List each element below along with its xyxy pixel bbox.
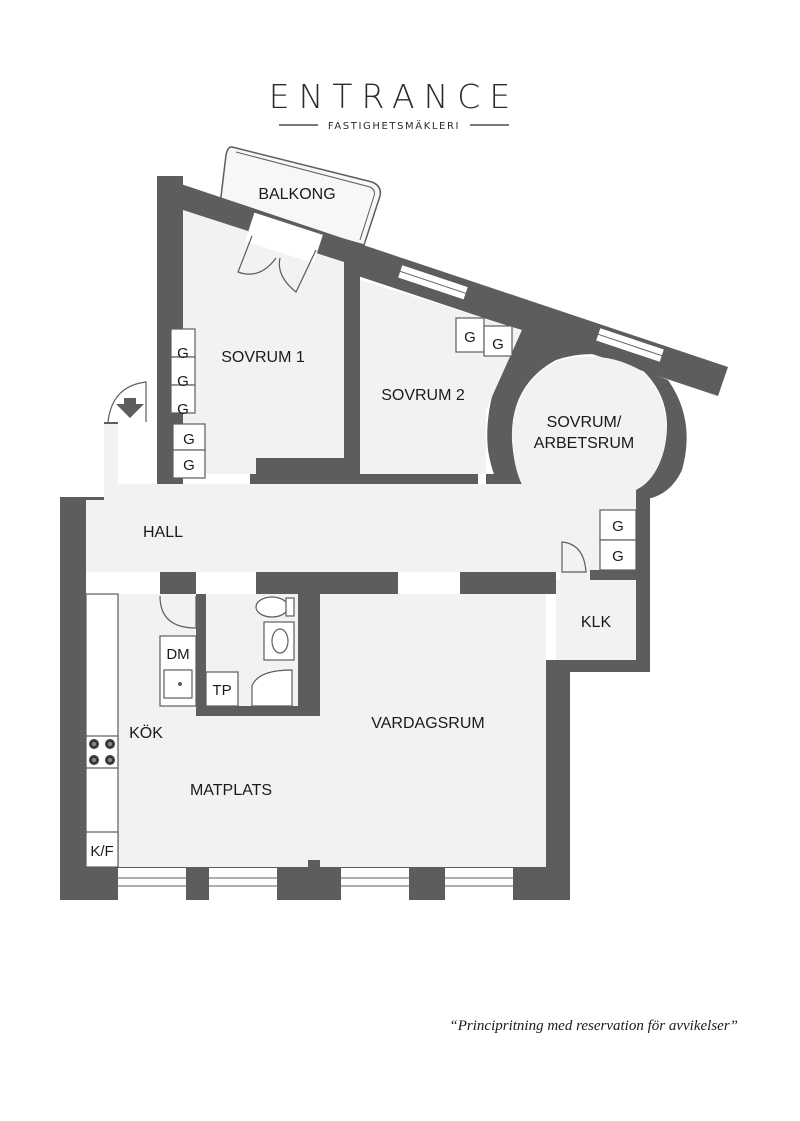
room-label-klk: KLK (581, 614, 612, 631)
room-label-sovrum-1: SOVRUM 1 (221, 349, 305, 366)
brand-logo: ENTRANCE FASTIGHETSMÄKLERI (269, 77, 519, 132)
room-label-sovrum-2: SOVRUM 2 (381, 387, 465, 404)
wardrobe-label: G (612, 518, 624, 535)
wardrobe-label: G (183, 431, 195, 448)
floors (86, 210, 667, 867)
balcony (219, 146, 382, 246)
windows-bottom (118, 860, 513, 900)
brand-tagline: FASTIGHETSMÄKLERI (328, 119, 460, 132)
wardrobe-label: G (492, 336, 504, 353)
klk-door (561, 541, 587, 573)
sink-icon (263, 621, 295, 661)
room-label-balkong: BALKONG (258, 186, 335, 203)
room-label-sovrum-arbetsrum: SOVRUM/ (547, 414, 622, 431)
toilet-icon (255, 596, 289, 618)
room-label-hall: HALL (143, 524, 183, 541)
windows-top (396, 263, 666, 364)
shower-icon (251, 669, 293, 707)
wardrobes-sovrum1: G G G G G (170, 328, 206, 479)
wardrobes-sovrum2: G G (455, 317, 513, 357)
room-labels: BALKONG SOVRUM 1 SOVRUM 2 SOVRUM/ ARBETS… (129, 186, 634, 799)
wardrobe-label: G (177, 373, 189, 390)
entrance-arrow-icon (116, 398, 144, 418)
room-label-sovrum-arbetsrum-2: ARBETSRUM (534, 435, 634, 452)
kf-label: K/F (90, 843, 113, 860)
kitchen-fixtures: K/F (85, 593, 119, 868)
wardrobe-label: G (612, 548, 624, 565)
room-label-vardagsrum: VARDAGSRUM (371, 715, 485, 732)
wardrobe-label: G (177, 401, 189, 418)
wardrobe-label: G (183, 457, 195, 474)
room-label-kok: KÖK (129, 724, 163, 742)
wardrobe-label: G (464, 329, 476, 346)
bathroom-fixtures: DM TP (159, 596, 295, 707)
brand-name: ENTRANCE (269, 77, 519, 116)
tp-label: TP (212, 682, 231, 699)
wardrobes-hall: G G (599, 509, 637, 571)
wardrobe-label: G (177, 345, 189, 362)
balcony-door (237, 212, 323, 293)
bathroom-door (159, 595, 197, 629)
disclaimer-text: “Principritning med reservation för avvi… (449, 1018, 738, 1034)
entry-door (107, 381, 147, 423)
room-label-matplats: MATPLATS (190, 782, 272, 799)
dm-label: DM (166, 646, 189, 663)
